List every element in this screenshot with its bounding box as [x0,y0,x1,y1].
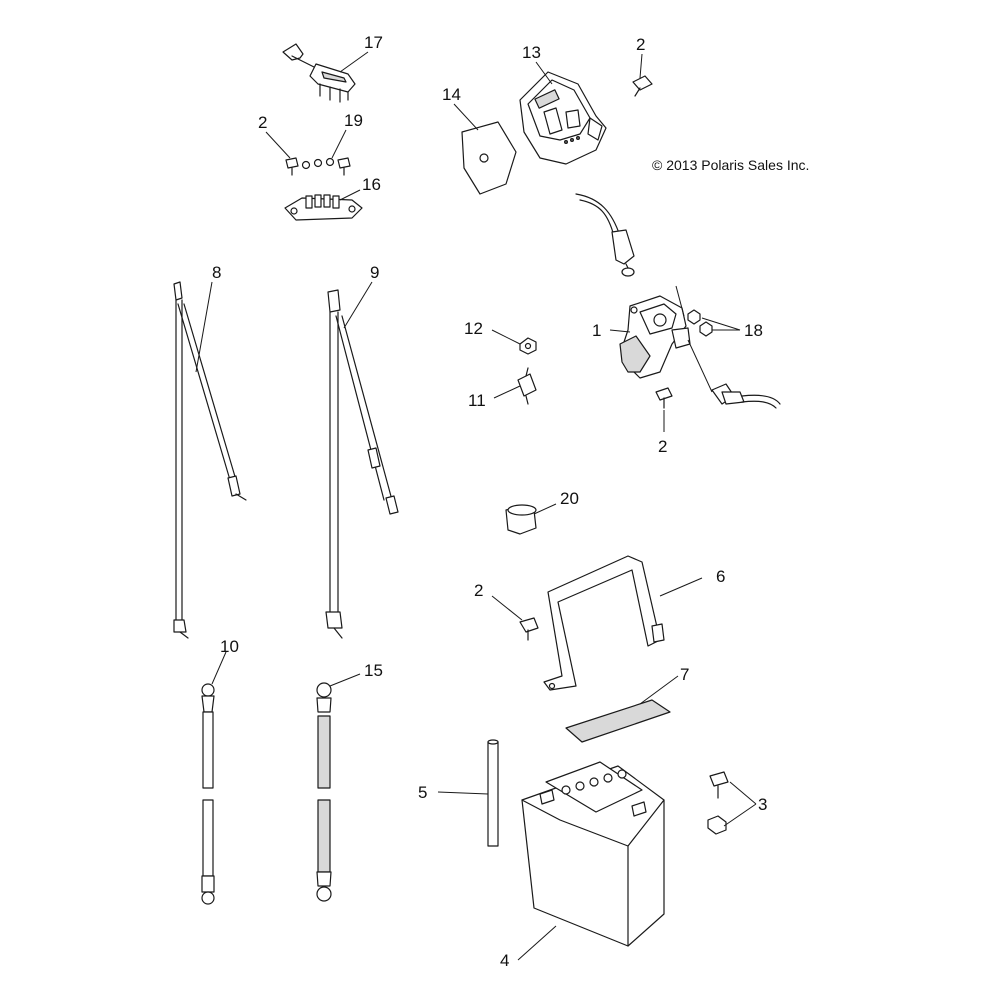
part-11-stud [517,367,537,405]
callout-3: 3 [758,795,767,814]
part-4-battery [521,761,665,947]
part-15-battery-cable [316,682,332,902]
callout-1: 1 [592,321,601,340]
part-7-pad [565,699,671,743]
callout-7: 7 [680,665,689,684]
callout-8: 8 [212,263,221,282]
part-13-fuse-box [519,71,607,165]
part-18-nuts [687,309,713,337]
callout-6: 6 [716,567,725,586]
callout-4: 4 [500,951,509,970]
callout-9: 9 [370,263,379,282]
part-5-vent-tube [487,739,499,847]
callout-18: 18 [744,321,763,340]
part-20-cap [505,504,537,535]
callout-5: 5 [418,783,427,802]
callout-11: 11 [468,391,486,410]
part-19-nuts [301,157,351,176]
callout-10: 10 [220,637,239,656]
copyright-text: © 2013 Polaris Sales Inc. [652,157,809,173]
callout-13: 13 [522,43,541,62]
part-14-cover-plate [461,121,517,195]
part-8-cable [173,281,247,639]
part-10-battery-cable [201,683,215,905]
callout-2-upper-left: 2 [258,113,267,132]
part-9-cable [325,289,399,639]
callout-20: 20 [560,489,579,508]
part-16-fuse-block [284,194,363,221]
callout-14: 14 [442,85,461,104]
callout-12: 12 [464,319,483,338]
part-2-screw-bracket [519,617,539,641]
callout-19: 19 [344,111,363,130]
part-3-bolt-nut [707,771,729,835]
part-1-starter-solenoid [619,295,691,379]
callout-numbers: 17 2 19 16 13 14 2 8 9 12 1 18 11 2 20 2… [212,33,767,970]
part-2-screw-top [632,75,653,97]
leader-lines [195,51,757,961]
part-2-screw-solenoid [655,387,673,409]
solenoid-cable-upper [575,193,635,277]
part-12-nut [519,337,537,355]
callout-2-solenoid: 2 [658,437,667,456]
part-2-screw-upper-left [285,157,299,176]
callout-2-top: 2 [636,35,645,54]
part-17-fuse-cover [282,43,356,103]
callout-17: 17 [364,33,383,52]
solenoid-cable-lower [711,383,781,409]
callout-15: 15 [364,661,383,680]
callout-2-bracket: 2 [474,581,483,600]
part-6-bracket [543,555,665,691]
callout-16: 16 [362,175,381,194]
